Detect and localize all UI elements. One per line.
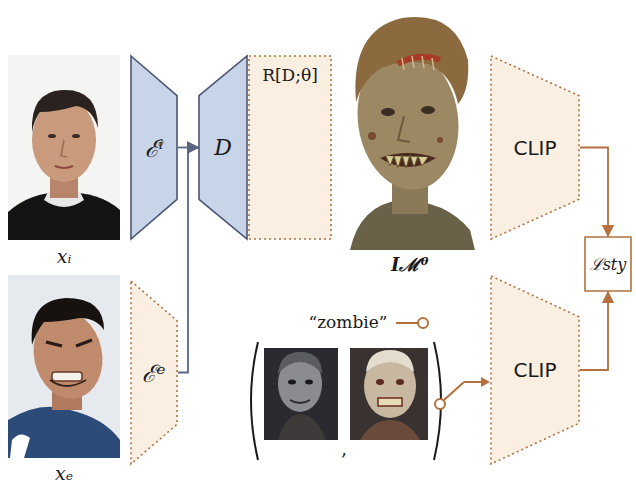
flow-arrow (178, 148, 198, 373)
clip-encoder: CLIP (490, 275, 580, 465)
expression-photo (8, 275, 120, 458)
example-images (251, 342, 441, 460)
node-text: D (214, 135, 232, 160)
prompt-text: “zombie” (308, 312, 387, 332)
rendered-output (349, 17, 475, 250)
node-text: CLIP (513, 358, 556, 382)
image-label: Iℳᶿ (391, 252, 429, 276)
separator-comma: , (341, 438, 347, 459)
flow-arrow (580, 292, 608, 370)
clip-encoder: CLIP (490, 55, 580, 240)
decoder-trapezoid: D (198, 55, 248, 240)
encoder-trapezoid: ℰⁱ (130, 55, 178, 240)
node-text: ℰᵉ (142, 356, 165, 389)
image-label: xᵢ (57, 245, 72, 267)
encoder-trapezoid: ℰᵉ (130, 280, 178, 465)
renderer-box: R[D;θ] (248, 55, 332, 240)
image-label: xₑ (55, 462, 73, 484)
node-text: ℰⁱ (145, 131, 164, 164)
flow-arrow (580, 148, 608, 237)
loss-box: ℒsty (584, 236, 632, 292)
node-text: R[D;θ] (262, 65, 318, 85)
text-image-switch (396, 318, 490, 409)
node-text: CLIP (513, 136, 556, 160)
identity-photo (8, 55, 120, 240)
node-text: ℒsty (590, 253, 627, 275)
